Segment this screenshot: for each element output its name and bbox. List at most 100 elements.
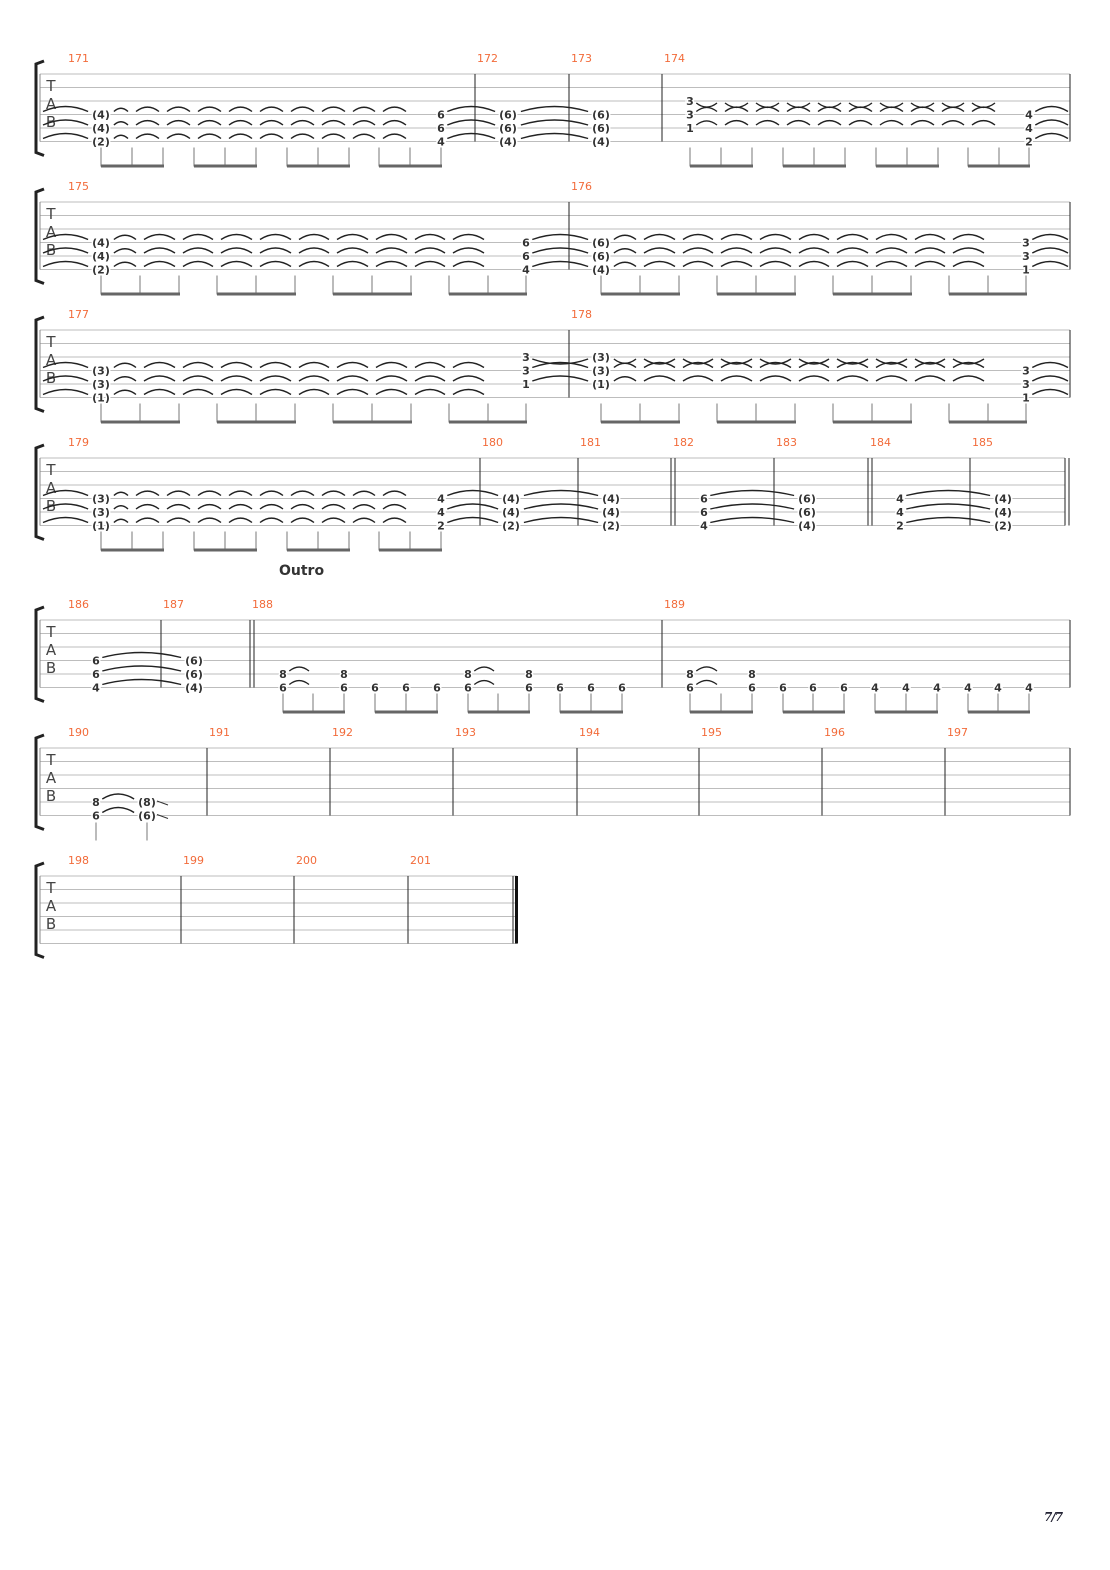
fret-number: 6 <box>92 810 100 823</box>
measure-number: 199 <box>183 854 204 867</box>
fret-number: 6 <box>522 237 530 250</box>
fret-number: 4 <box>1025 122 1033 135</box>
tie-arc <box>452 388 485 396</box>
tie-arc <box>321 490 346 497</box>
note-beam <box>101 164 164 168</box>
tie-arc <box>336 375 369 382</box>
tie-arc <box>113 261 137 268</box>
fret-number: 3 <box>1022 250 1030 263</box>
tab-clef-letter: A <box>46 479 57 497</box>
note-beam <box>690 710 753 714</box>
fret-number: 6 <box>587 682 595 695</box>
tie-arc <box>259 133 284 140</box>
system-bracket <box>34 733 45 831</box>
tie-arc <box>724 106 749 113</box>
fret-number: 3 <box>522 351 530 364</box>
fret-number: 4 <box>1025 682 1033 695</box>
tie-arc <box>259 517 284 524</box>
tie-arc <box>352 120 376 126</box>
tie-arc <box>298 247 330 254</box>
fret-number: (6) <box>592 237 610 250</box>
fret-number: (6) <box>138 810 156 823</box>
tie-arc <box>523 503 599 510</box>
note-beam <box>968 710 1030 714</box>
fret-number: 6 <box>433 682 441 695</box>
fret-number: (6) <box>592 250 610 263</box>
measure-number: 172 <box>477 52 498 65</box>
fret-number: (4) <box>592 264 610 277</box>
note-beam <box>217 292 296 296</box>
fret-number: (3) <box>592 365 610 378</box>
measure-number: 178 <box>571 308 592 321</box>
tie-arc <box>220 247 253 254</box>
tie-arc <box>643 233 676 241</box>
tie-arc <box>259 106 284 113</box>
fret-number: 1 <box>522 378 530 391</box>
note-beam <box>783 710 845 714</box>
note-beam <box>783 164 846 168</box>
fret-number: 8 <box>748 668 756 681</box>
note-beam <box>468 710 530 714</box>
tie-arc <box>910 119 935 126</box>
fret-number: 4 <box>896 493 904 506</box>
measure-number: 176 <box>571 180 592 193</box>
tie-arc <box>298 233 330 241</box>
note-beam <box>875 710 938 714</box>
measure-number: 177 <box>68 308 89 321</box>
tie-arc <box>447 503 499 510</box>
tie-arc <box>113 134 129 140</box>
tie-arc <box>710 516 795 524</box>
tie-arc <box>720 375 753 382</box>
tie-arc <box>182 361 214 369</box>
tie-arc <box>135 503 160 510</box>
tie-arc <box>197 517 222 524</box>
tie-arc <box>375 247 408 254</box>
fret-number: (2) <box>92 136 110 149</box>
fret-number: (4) <box>92 250 110 263</box>
tie-arc <box>42 260 89 268</box>
tie-arc <box>290 503 315 510</box>
fret-number: 6 <box>437 122 445 135</box>
tie-arc <box>414 361 446 369</box>
tie-arc <box>473 679 495 686</box>
tie-arc <box>875 358 908 365</box>
measure-number: 186 <box>68 598 89 611</box>
tie-arc <box>1034 132 1069 140</box>
measure-number: 200 <box>296 854 317 867</box>
tie-arc <box>42 503 89 510</box>
fret-number: 6 <box>437 109 445 122</box>
tie-arc <box>1031 260 1069 268</box>
fret-number: 6 <box>686 682 694 695</box>
tie-arc <box>914 375 946 382</box>
tie-arc <box>910 106 935 113</box>
measure-number: 192 <box>332 726 353 739</box>
tie-arc <box>259 233 292 241</box>
tie-arc <box>228 106 253 113</box>
note-beam <box>333 292 412 296</box>
tie-arc <box>259 388 292 396</box>
fret-number: 3 <box>1022 378 1030 391</box>
tie-arc <box>532 233 589 241</box>
fret-number: 4 <box>994 682 1002 695</box>
tie-arc <box>532 375 589 382</box>
tie-arc <box>113 248 137 254</box>
tab-clef-letter: A <box>46 769 57 787</box>
note-beam <box>717 292 796 296</box>
measure-number: 181 <box>580 436 601 449</box>
tie-arc <box>113 362 137 369</box>
fret-number: (2) <box>502 520 520 533</box>
fret-number: (4) <box>994 506 1012 519</box>
tie-arc <box>798 247 830 254</box>
tie-arc <box>42 119 89 126</box>
tie-arc <box>914 358 946 365</box>
fret-number: (4) <box>994 493 1012 506</box>
tie-arc <box>836 233 869 241</box>
note-beam <box>717 420 796 424</box>
tie-arc <box>710 503 795 510</box>
tie-arc <box>520 119 589 126</box>
tie-arc <box>817 106 842 113</box>
note-beam <box>949 292 1027 296</box>
fret-number: (3) <box>592 351 610 364</box>
fret-number: (8) <box>138 796 156 809</box>
